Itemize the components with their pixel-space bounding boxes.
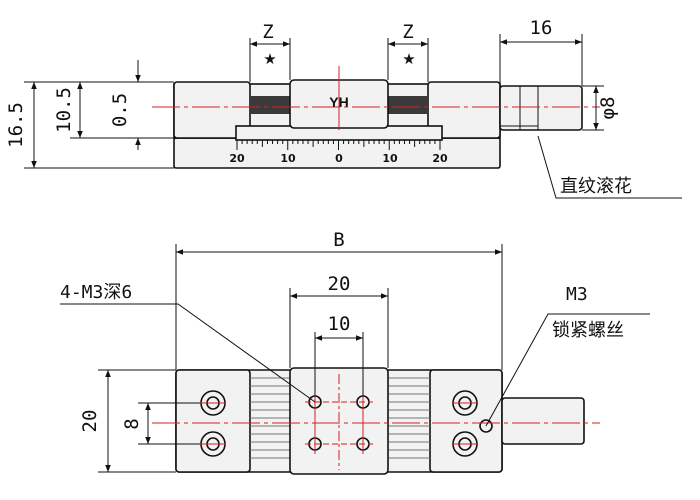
screw-note-1: M3 <box>566 284 588 305</box>
dim-20-h: 20 <box>328 273 351 295</box>
scale-ticks <box>236 140 441 150</box>
knurl-note: 直纹滚花 <box>560 176 632 197</box>
dim-b: B <box>333 229 344 251</box>
dim-16: 16 <box>530 17 553 39</box>
scale-label: 20 <box>229 152 245 165</box>
scale-label: 20 <box>432 152 448 165</box>
top-view: YH 20 10 0 10 20 Z ★ Z ★ 16 <box>5 17 682 199</box>
shaft <box>499 85 583 131</box>
star-right: ★ <box>402 50 415 68</box>
bottom-shaft <box>501 397 585 445</box>
bottom-view: B 20 10 20 8 4-M3深6 M3 锁紧螺丝 <box>60 229 650 475</box>
dim-10-h: 10 <box>328 313 351 335</box>
dim-20-v: 20 <box>79 410 101 433</box>
dim-z-left: Z <box>262 21 273 43</box>
holes-note: 4-M3深6 <box>60 282 132 303</box>
dim-10-5: 10.5 <box>53 87 75 133</box>
bottom-left-block <box>175 369 251 473</box>
dim-16-5: 16.5 <box>5 102 27 148</box>
scale-label: 10 <box>382 152 398 165</box>
right-screw-band <box>388 96 428 114</box>
dim-phi8: φ8 <box>597 97 619 120</box>
dim-0-5: 0.5 <box>109 93 131 127</box>
ribbed-sections <box>250 377 430 459</box>
scale-label: 10 <box>280 152 296 165</box>
dim-z-right: Z <box>402 21 413 43</box>
star-left: ★ <box>263 50 276 68</box>
screw-note-2: 锁紧螺丝 <box>552 320 624 341</box>
lock-screw <box>479 419 493 433</box>
left-screw-band <box>250 96 290 114</box>
dim-8-v: 8 <box>121 418 143 429</box>
scale-label: 0 <box>335 152 343 165</box>
